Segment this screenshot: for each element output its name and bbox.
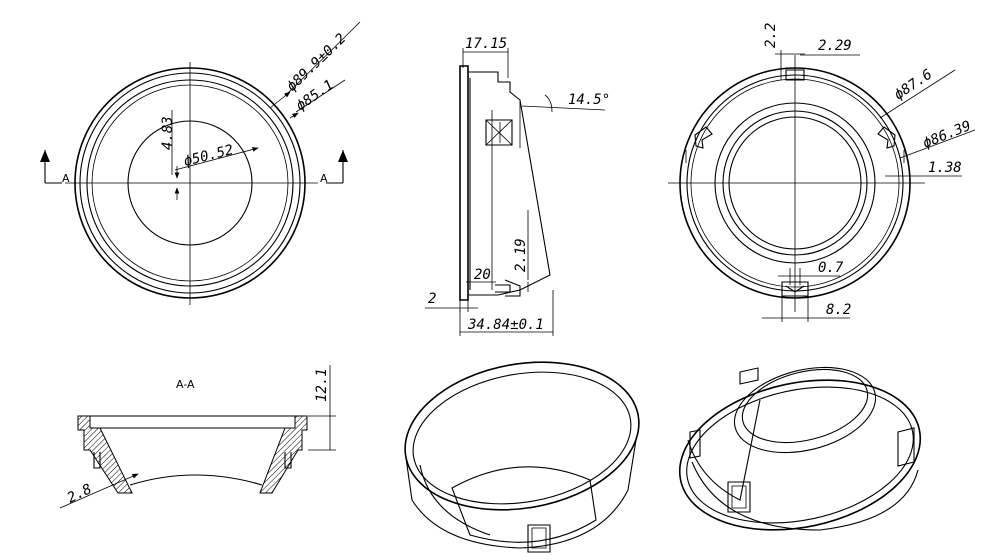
side-flange [459,65,469,301]
dim-0-7: 0.7 [818,260,844,276]
clip-right [877,126,896,149]
dim-2: 2 [428,291,436,307]
dim-8-2: 8.2 [826,302,851,318]
dim-20: 20 [474,267,491,283]
dim-12-1: 12.1 [314,368,330,402]
back-view: 2.2 2.29 ϕ87.6 ϕ86.39 1.38 0.7 8.2 [668,23,976,322]
section-label-right: A [320,172,328,185]
dim-top-width: 17.15 [465,36,507,52]
section-marker-right: A [320,150,348,185]
dim-1-38: 1.38 [928,160,962,176]
dim-total-length: 34.84±0.1 [467,317,544,333]
isometric-view-left [404,361,640,553]
dim-offset: 4.83 [160,116,176,150]
section-left-wall [77,415,133,494]
section-label-left: A [62,172,70,185]
side-view: 17.15 14.5° 2.19 20 2 34.84±0.1 [425,36,610,336]
section-right-wall [259,415,308,494]
clip-top [785,69,805,81]
front-view: A A ϕ89.9±0.2 ϕ85.1 ϕ50.52 4.83 [40,21,361,305]
section-view: A-A 12.1 2.8 [59,365,336,509]
dim-2-29: 2.29 [818,38,852,54]
dim-height: 2.19 [513,238,529,272]
section-title: A-A [176,378,195,391]
dim-86-39: ϕ86.39 [921,118,974,152]
dim-2-8: 2.8 [65,481,95,506]
dim-87-6: ϕ87.6 [891,66,935,103]
clip-bottom [781,281,809,297]
section-marker-left: A [40,150,70,185]
clip-left [694,126,713,149]
dim-angle: 14.5° [568,92,610,108]
dim-2-2: 2.2 [763,23,779,48]
isometric-view-right [678,366,922,531]
